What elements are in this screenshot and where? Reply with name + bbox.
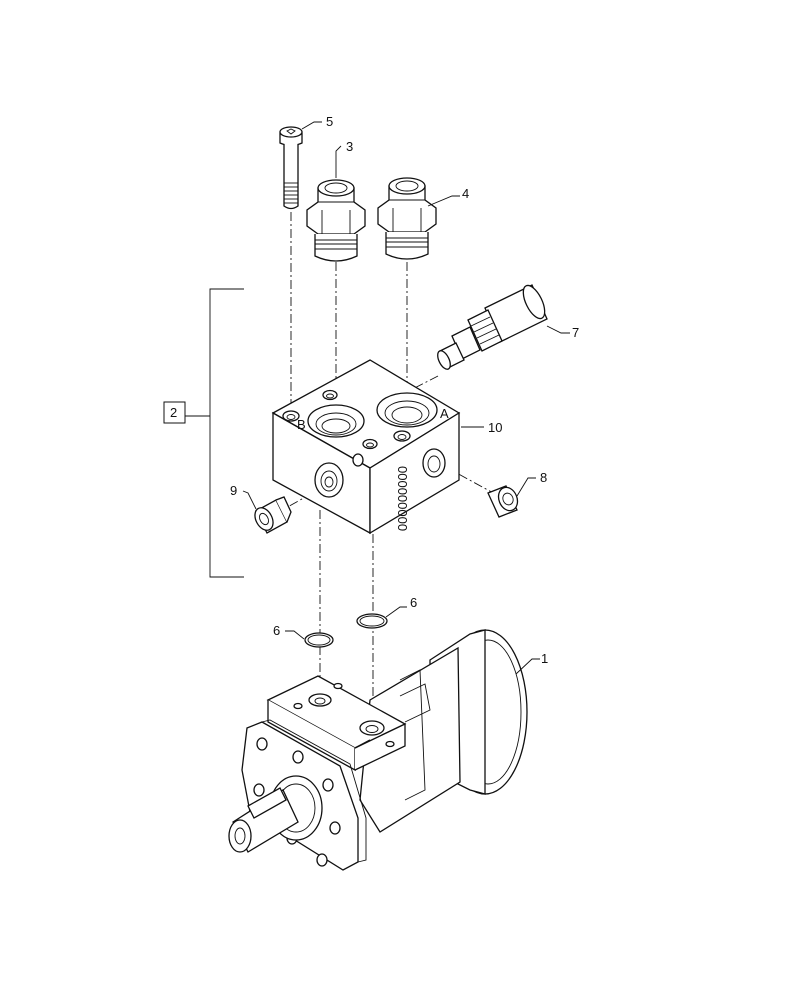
callout-1: 1 [541,651,548,666]
callout-7: 7 [572,325,579,340]
o-rings [304,613,388,648]
plug-right [487,485,519,518]
callout-labels: 1 2 3 4 5 6 6 7 8 9 10 [170,114,579,666]
callout-5: 5 [326,114,333,129]
callout-9: 9 [230,483,237,498]
callout-3: 3 [346,139,353,154]
assembly-bracket [163,288,244,578]
callout-4: 4 [462,186,469,201]
fitting-right [377,177,437,260]
callout-8: 8 [540,470,547,485]
callout-10: 10 [488,420,502,435]
hydraulic-motor [228,629,528,871]
cartridge-valve [437,284,548,370]
plug-left [254,496,292,534]
port-b-marking: B [297,417,306,432]
valve-block: B A 000000000 [271,359,461,535]
port-a-marking: A [440,406,449,421]
fitting-left [306,179,366,262]
callout-6-upper: 6 [410,595,417,610]
cap-screw [279,126,303,210]
callout-2: 2 [170,405,177,420]
serial-marking: 000000000 [395,466,410,531]
callout-leaders [242,121,570,675]
callout-6-lower: 6 [273,623,280,638]
